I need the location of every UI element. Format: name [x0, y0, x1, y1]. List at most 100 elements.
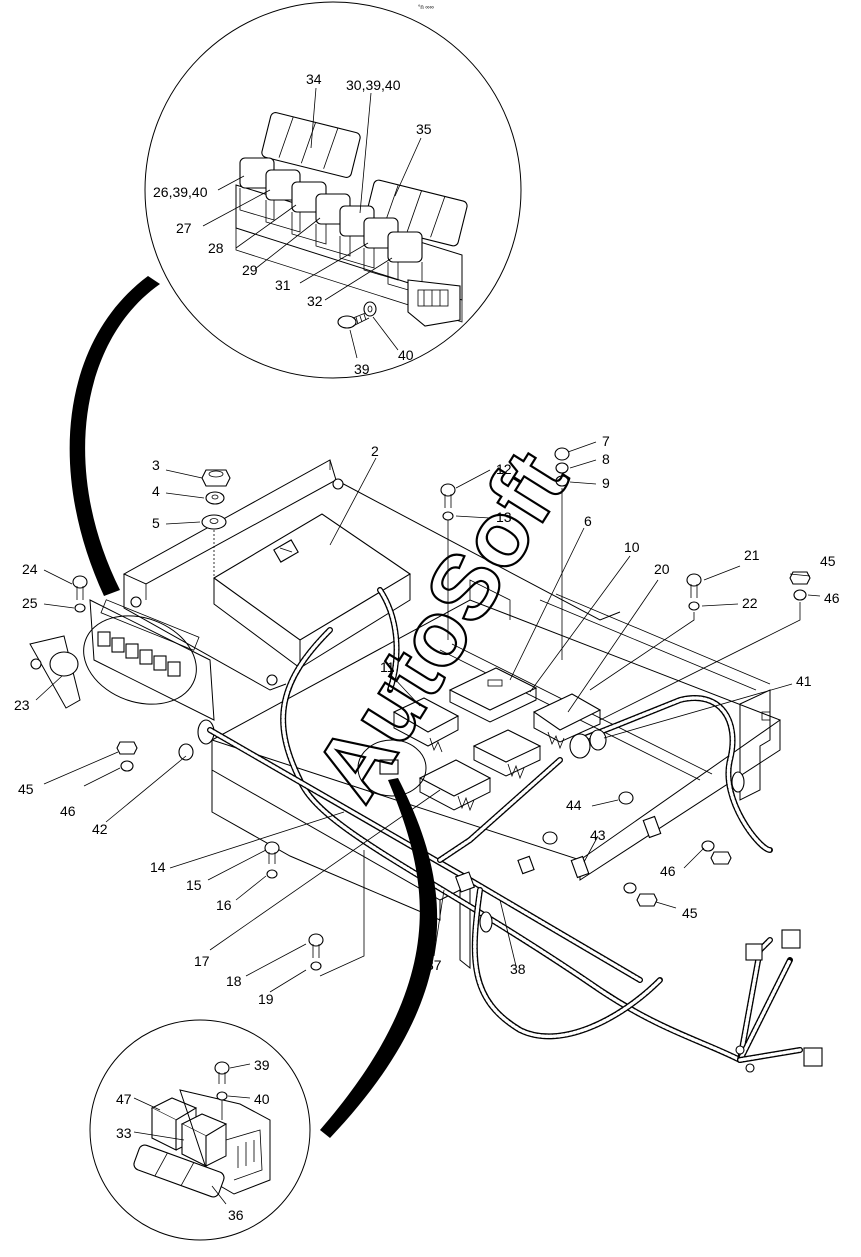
callout-29: 29 [242, 262, 258, 278]
callout-2: 2 [371, 443, 379, 459]
callout-25: 25 [22, 595, 38, 611]
washer-8-icon [555, 462, 569, 474]
callout-26-39-40: 26,39,40 [153, 184, 208, 200]
callout-labels: 34 30,39,40 35 26,39,40 27 28 29 31 32 3… [14, 71, 840, 1223]
washer-9-icon [555, 475, 569, 487]
callout-42: 42 [92, 821, 108, 837]
callout-23: 23 [14, 697, 30, 713]
relay-33 [180, 1113, 228, 1167]
callout-14: 14 [150, 859, 166, 875]
leader-swoosh-bottom [320, 778, 438, 1138]
callout-8: 8 [602, 451, 610, 467]
washer-22-icon [688, 601, 700, 611]
callout-36: 36 [228, 1207, 244, 1223]
callout-41: 41 [796, 673, 812, 689]
callout-46-mid: 46 [660, 863, 676, 879]
callout-10: 10 [624, 539, 640, 555]
callout-32: 32 [307, 293, 323, 309]
module-center [472, 729, 542, 780]
washer-40-icon [363, 301, 377, 317]
callout-35: 35 [416, 121, 432, 137]
module-11 [392, 697, 460, 753]
header-mark: °n ∞∞ [418, 5, 434, 11]
callout-40-bottom: 40 [254, 1091, 270, 1107]
connector-plug-a [745, 943, 763, 961]
bolt-24-icon [72, 575, 88, 600]
relay-panel-left [83, 599, 215, 721]
callout-43: 43 [590, 827, 606, 843]
nut-45b-icon [116, 741, 138, 755]
nut-45-icon [789, 571, 811, 585]
washer-46b-icon [120, 760, 134, 772]
callout-44: 44 [566, 797, 582, 813]
callout-33: 33 [116, 1125, 132, 1141]
bolt-21-icon [686, 573, 702, 598]
callout-28: 28 [208, 240, 224, 256]
callout-46-left: 46 [60, 803, 76, 819]
top-detail-circle [144, 1, 522, 379]
callout-6: 6 [584, 513, 592, 529]
callout-21: 21 [744, 547, 760, 563]
callout-3: 3 [152, 457, 160, 473]
connector-block [407, 279, 461, 327]
callout-5: 5 [152, 515, 160, 531]
bolt-7-icon [554, 447, 570, 461]
callout-20: 20 [654, 561, 670, 577]
callout-16: 16 [216, 897, 232, 913]
callout-38: 38 [510, 961, 526, 977]
washer-4-icon [205, 491, 225, 505]
nut-3-icon [201, 469, 231, 487]
nut-45c-icon [636, 851, 732, 907]
callout-18: 18 [226, 973, 242, 989]
callout-46-right: 46 [824, 590, 840, 606]
leader-swoosh-top [69, 276, 160, 596]
washer-16-icon [266, 869, 278, 879]
callout-12: 12 [496, 461, 512, 477]
main-assembly [29, 441, 823, 1073]
washer-19-icon [310, 961, 322, 971]
module-17 [418, 759, 492, 812]
callout-45-mid: 45 [682, 905, 698, 921]
callout-9: 9 [602, 475, 610, 491]
washer-40b-icon [216, 1091, 228, 1101]
bolt-12-icon [440, 483, 456, 508]
callout-47: 47 [116, 1091, 132, 1107]
callout-7: 7 [602, 433, 610, 449]
washer-46-icon [793, 589, 807, 601]
callout-37: 37 [426, 957, 442, 973]
callout-40-top: 40 [398, 347, 414, 363]
callout-24: 24 [22, 561, 38, 577]
relay-32 [387, 231, 423, 295]
module-10 [448, 667, 538, 723]
relay-row [239, 157, 423, 295]
callout-22: 22 [742, 595, 758, 611]
callout-45-right: 45 [820, 553, 836, 569]
connector-plug-c [803, 1047, 823, 1067]
callout-15: 15 [186, 877, 202, 893]
washer-5-icon [201, 514, 227, 530]
callout-19: 19 [258, 991, 274, 1007]
callout-17: 17 [194, 953, 210, 969]
bolt-15-icon [264, 841, 280, 864]
callout-13: 13 [496, 509, 512, 525]
callout-27: 27 [176, 220, 192, 236]
washer-25-icon [74, 603, 86, 613]
screw-39b-icon [214, 1061, 230, 1084]
bottom-detail-circle [89, 1019, 311, 1241]
wiring-harness [207, 587, 803, 1063]
fuse-cover-36 [133, 1144, 225, 1198]
callout-11: 11 [380, 659, 395, 675]
module-20 [532, 693, 602, 750]
callout-34: 34 [306, 71, 322, 87]
connector-plug-b [781, 929, 801, 949]
callout-45-left: 45 [18, 781, 34, 797]
callout-39-bottom: 39 [254, 1057, 270, 1073]
callout-4: 4 [152, 483, 160, 499]
callout-31: 31 [275, 277, 291, 293]
callout-30-39-40: 30,39,40 [346, 77, 401, 93]
screw-39-icon [337, 311, 370, 329]
bolt-44-icon [542, 791, 634, 845]
washer-46c-icon [623, 840, 715, 894]
callout-39-top: 39 [354, 361, 370, 377]
